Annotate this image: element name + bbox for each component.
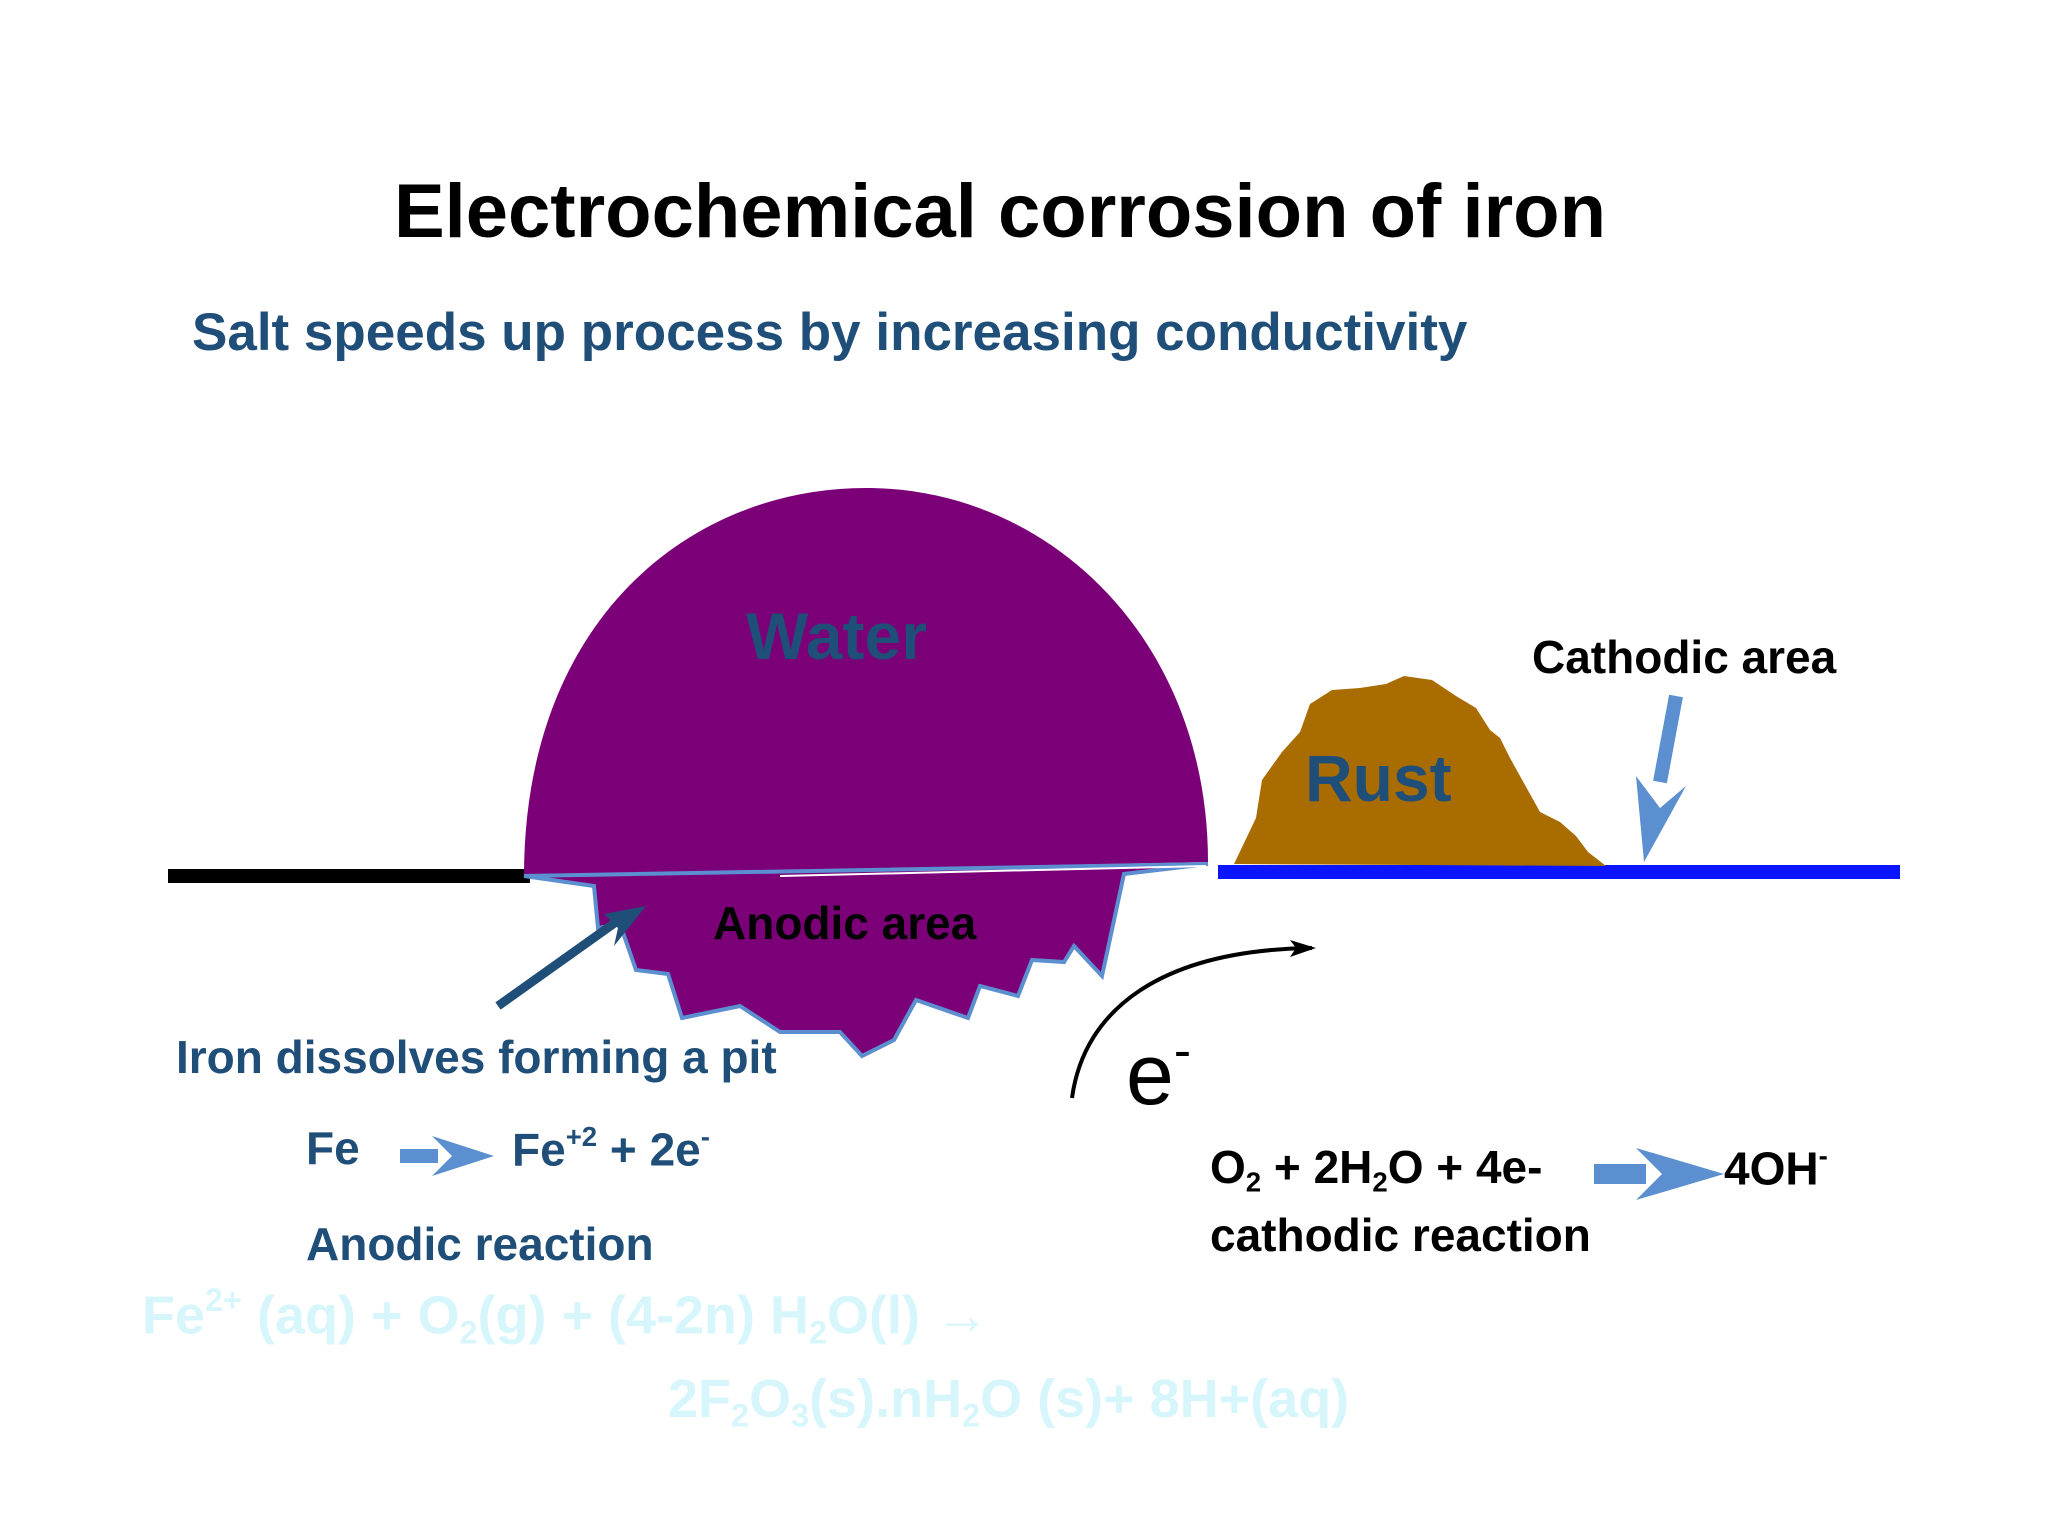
cathodic-reaction-arrow-shaft <box>1594 1164 1646 1184</box>
electron-flow-arrowhead <box>1290 940 1316 957</box>
cathodic-reactants: O2 + 2H2O + 4e- <box>1210 1141 1543 1198</box>
anodic-area-label: Anodic area <box>713 897 977 949</box>
rust-equation-line1: Fe2+ (aq) + O2(g) + (4-2n) H2O(l) → <box>142 1282 990 1351</box>
corrosion-pit <box>523 862 1209 1059</box>
water-label: Water <box>746 599 927 673</box>
pit-label: Iron dissolves forming a pit <box>176 1031 777 1083</box>
cathodic-reaction-arrowhead <box>1636 1148 1724 1200</box>
electron-label: e- <box>1126 1021 1192 1124</box>
page-title: Electrochemical corrosion of iron <box>393 169 1607 254</box>
rust-deposit <box>1234 676 1606 866</box>
pit-arrowhead <box>604 906 646 946</box>
anodic-reactant: Fe <box>306 1122 360 1174</box>
cathodic-reaction-label: cathodic reaction <box>1210 1209 1591 1261</box>
cathodic-area-arrowhead <box>1636 776 1686 862</box>
pit-arrow <box>495 918 619 1010</box>
anodic-reaction-label: Anodic reaction <box>306 1218 654 1270</box>
anodic-reaction-arrowhead <box>432 1136 494 1176</box>
rust-equation-line2: 2F2O3(s).nH2O (s)+ 8H+(aq) <box>668 1369 1350 1434</box>
cathodic-area-arrow <box>1653 694 1683 784</box>
rust-label: Rust <box>1305 741 1452 815</box>
water-droplet <box>524 488 1208 876</box>
anodic-products: Fe+2 + 2e- <box>512 1121 710 1176</box>
subtitle: Salt speeds up process by increasing con… <box>192 303 1468 362</box>
electron-flow-arrow <box>1070 946 1313 1099</box>
cathodic-product: 4OH- <box>1724 1140 1828 1195</box>
cathodic-area-label: Cathodic area <box>1532 631 1837 683</box>
surface-highlight <box>779 865 1207 877</box>
anodic-reaction-arrow-shaft <box>400 1149 438 1163</box>
